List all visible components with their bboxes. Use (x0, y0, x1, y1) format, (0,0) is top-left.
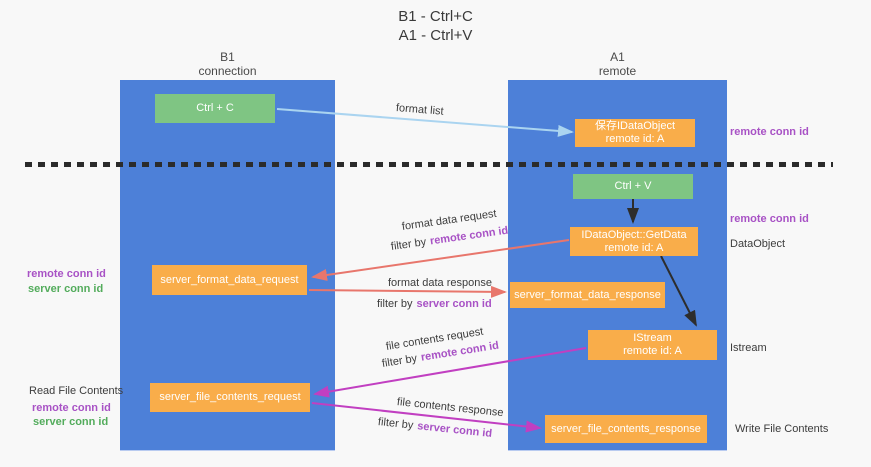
filter-by-text: filter by (381, 352, 418, 370)
server-conn-id-text: server conn id (416, 420, 493, 440)
server-file-contents-request-label: server_file_contents_request (159, 391, 301, 403)
server-file-contents-response-node: server_file_contents_response (545, 415, 707, 443)
right-column-header: A1 remote (508, 50, 727, 78)
getdata-line1: IDataObject::GetData (581, 228, 687, 241)
read-file-contents-label: Read File Contents (29, 385, 124, 397)
remote-conn-id-left-label-1: remote conn id (27, 268, 106, 280)
server-conn-id-text: server conn id (416, 298, 492, 310)
left-column-name: B1 (220, 50, 235, 64)
server-file-contents-request-node: server_file_contents_request (150, 383, 310, 412)
ctrl-c-label: Ctrl + C (196, 102, 234, 114)
server-format-data-request-node: server_format_data_request (152, 265, 307, 295)
ctrl-c-node: Ctrl + C (155, 94, 275, 123)
istream-node: IStream remote id: A (588, 330, 717, 360)
server-format-data-response-node: server_format_data_response (510, 282, 665, 308)
format-data-response-arrow (308, 285, 507, 298)
filter-by-text: filter by (377, 416, 414, 432)
save-dataobject-line1: 保存IDataObject (594, 120, 676, 132)
remote-conn-id-side-label-mid: remote conn id (730, 213, 809, 225)
right-column-role: remote (598, 64, 637, 78)
getdata-node: IDataObject::GetData remote id: A (570, 227, 698, 256)
remote-conn-id-side-label-top: remote conn id (730, 126, 809, 138)
istream-line2: remote id: A (623, 345, 682, 357)
server-conn-id-left-label-1: server conn id (28, 283, 104, 295)
title-line-2: A1 - Ctrl+V (398, 27, 473, 44)
file-contents-response-label: file contents response (396, 396, 505, 420)
save-dataobject-node: 保存IDataObject remote id: A (575, 119, 695, 147)
format-data-response-label: format data response (388, 277, 492, 289)
istream-line1: IStream (633, 332, 672, 344)
save-dataobject-line2: remote id: A (605, 133, 665, 145)
ctrl-v-label: Ctrl + V (614, 180, 652, 192)
server-file-contents-response-label: server_file_contents_response (551, 422, 701, 435)
filter-by-text: filter by (390, 236, 427, 253)
write-file-contents-label: Write File Contents (735, 423, 829, 435)
right-column-name: A1 (610, 50, 625, 64)
remote-conn-id-left-label-2: remote conn id (32, 402, 111, 414)
server-format-data-response-label: server_format_data_response (514, 288, 661, 301)
server-format-data-request-label: server_format_data_request (160, 273, 299, 286)
title-line-1: B1 - Ctrl+C (398, 8, 473, 25)
getdata-line2: remote id: A (604, 241, 664, 254)
clipboard-boundary-dashed-line (25, 162, 833, 167)
remote-conn-id-text: remote conn id (429, 224, 509, 248)
diagram-title: B1 - Ctrl+C A1 - Ctrl+V (0, 7, 871, 45)
format-list-label: format list (395, 102, 445, 118)
dataobject-side-label: DataObject (730, 238, 786, 250)
left-column-role: connection (198, 64, 257, 78)
filter-by-text: filter by (377, 298, 413, 310)
server-conn-id-left-label-2: server conn id (33, 416, 109, 428)
left-column-header: B1 connection (120, 50, 335, 78)
istream-side-label: Istream (730, 342, 767, 354)
ctrl-v-node: Ctrl + V (573, 174, 693, 199)
